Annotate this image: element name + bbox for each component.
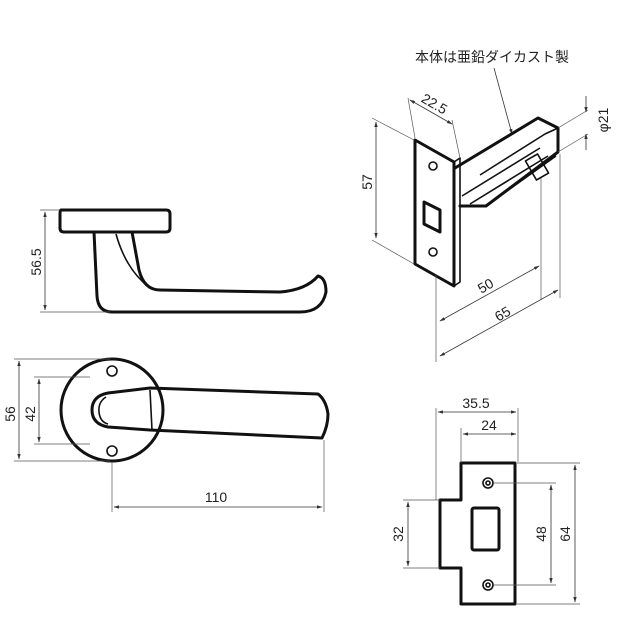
lever-side-view: 56.5 xyxy=(28,208,328,314)
dim-strike-opening: 32 xyxy=(390,526,406,542)
dim-handle-height: 56.5 xyxy=(28,248,44,275)
material-note: 本体は亜鉛ダイカスト製 xyxy=(415,50,569,66)
strike-plate-view: 35.5 24 32 48 64 xyxy=(390,395,580,606)
latch-view: 本体は亜鉛ダイカスト製 22.5 57 φ21 xyxy=(359,50,611,362)
lever-front-view: 56 42 110 xyxy=(2,357,330,512)
dim-strike-height: 64 xyxy=(557,526,573,542)
dim-strike-hole-pitch: 48 xyxy=(533,526,549,542)
dim-strike-width: 35.5 xyxy=(462,395,489,411)
dim-rose-inner: 42 xyxy=(22,406,38,422)
dim-strike-inner: 24 xyxy=(481,417,497,433)
dim-latch-face-height: 57 xyxy=(359,174,375,190)
dim-latch-front-width: 22.5 xyxy=(419,90,451,118)
dim-backset-65: 65 xyxy=(492,303,514,325)
dim-lever-length: 110 xyxy=(205,489,228,505)
dim-backset-50: 50 xyxy=(475,275,497,297)
dim-rose-outer: 56 xyxy=(2,406,18,422)
dim-latch-diameter: φ21 xyxy=(595,107,611,132)
